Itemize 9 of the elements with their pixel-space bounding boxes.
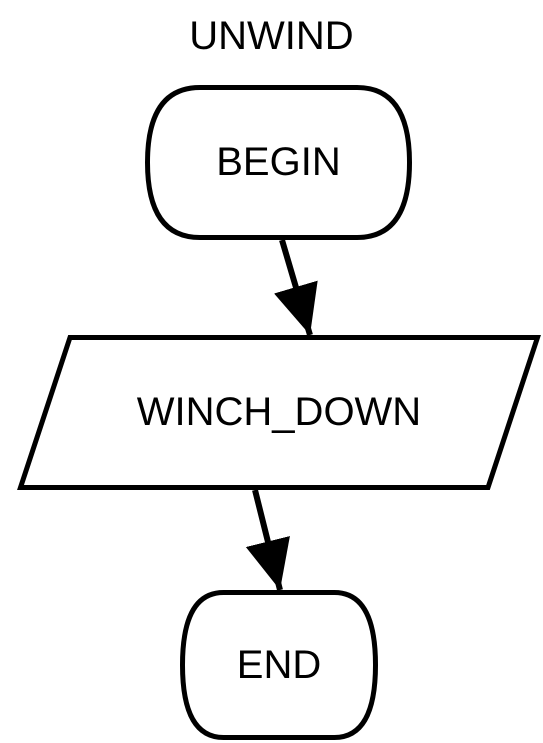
arrow: [246, 489, 290, 591]
terminal-shape: [180, 590, 378, 740]
input-output-parallelogram: [18, 335, 540, 490]
terminal-shape: [145, 85, 412, 240]
node-label: END: [236, 642, 322, 688]
diagram-title: UNWIND: [188, 14, 355, 59]
node-label: WINCH_DOWN: [136, 390, 422, 435]
node-label: BEGIN: [216, 140, 341, 185]
arrow: [274, 239, 318, 336]
